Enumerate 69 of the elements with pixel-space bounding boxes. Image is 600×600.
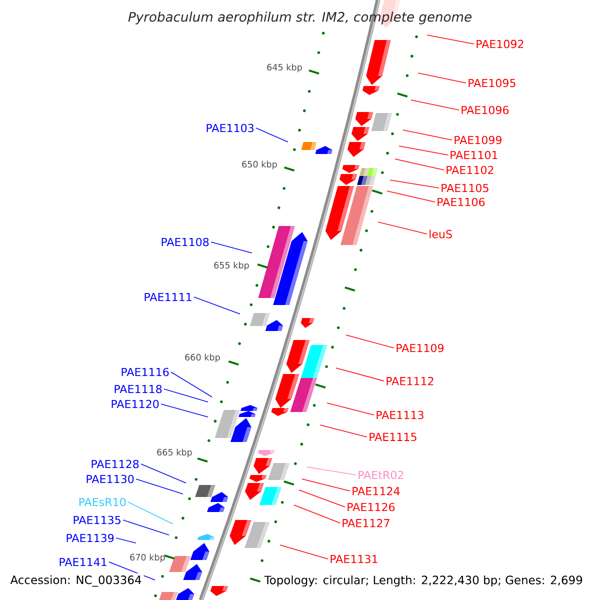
- leader-line: [210, 242, 252, 254]
- title: Pyrobaculum aerophilum str. IM2, complete genome: [128, 12, 472, 24]
- gene-label: PAE1118: [114, 384, 162, 394]
- info-text: Accession: NC_003364: [8, 573, 144, 589]
- leader-line: [394, 158, 444, 170]
- gene-label: PAE1139: [66, 534, 114, 542]
- gene-label: PAE1120: [112, 400, 159, 408]
- leader-line: [164, 388, 208, 402]
- gene-label: PAEsR10: [79, 498, 126, 506]
- gene-label: PAE1141: [60, 558, 106, 566]
- gene-label: PAE1112: [386, 376, 434, 386]
- scale-label: 665 kbp: [157, 448, 192, 458]
- gene-label: PAE1092: [476, 40, 524, 48]
- gene-label: PAE1135: [74, 516, 120, 524]
- leader-line: [336, 368, 384, 382]
- leader-line: [194, 296, 240, 314]
- gene-label: PAE1127: [342, 518, 390, 528]
- leader-line: [298, 490, 346, 508]
- leader-line: [386, 190, 436, 202]
- gene-label: PAE1102: [446, 166, 494, 174]
- gene-label: PAE1128: [92, 460, 139, 468]
- leader-line: [346, 334, 394, 348]
- leader-line: [302, 478, 350, 492]
- leader-line: [294, 504, 340, 524]
- leader-line: [160, 404, 208, 418]
- leader-line: [418, 72, 466, 84]
- gene-label: PAE1111: [144, 292, 192, 302]
- gene-label: PAE1105: [442, 184, 488, 192]
- leader-line: [378, 222, 428, 234]
- leader-line: [402, 130, 452, 140]
- gene-label: PAE1103: [206, 124, 254, 132]
- scale-label: 650 kbp: [242, 160, 277, 170]
- leader-line: [140, 464, 186, 484]
- leader-line: [116, 538, 136, 544]
- leader-line: [306, 466, 356, 476]
- gene-label: PAE1109: [396, 344, 444, 352]
- leader-line: [320, 424, 368, 438]
- scale-label: 655 kbp: [214, 262, 249, 270]
- leader-line: [128, 502, 174, 524]
- gene-label: PAE1101: [450, 150, 498, 160]
- leader-line: [170, 372, 212, 398]
- scale-label: 660 kbp: [185, 354, 220, 362]
- leader-line: [136, 478, 184, 494]
- leader-line: [326, 402, 374, 416]
- gene-label: PAE1124: [352, 486, 400, 496]
- gene-label: PAE1131: [330, 554, 378, 564]
- leader-line: [390, 180, 440, 188]
- leader-line: [280, 544, 328, 560]
- scale-label: 645 kbp: [267, 64, 302, 72]
- gene-label: PAEtR02: [358, 470, 404, 480]
- gene-label: PAE1130: [86, 474, 134, 484]
- gene-label: PAE1115: [370, 432, 416, 442]
- gene-label: leuS: [430, 230, 452, 238]
- gene-label: PAE1106: [438, 198, 485, 206]
- gene-label: PAE1099: [454, 136, 502, 144]
- gene-label: PAE1126: [348, 502, 395, 512]
- gene-label: PAE1096: [462, 106, 509, 114]
- leader-line: [410, 100, 460, 110]
- gene-label: PAE1108: [162, 238, 209, 246]
- gene-label: PAE1113: [376, 410, 424, 420]
- gene-label: PAE1116: [122, 368, 169, 376]
- leader-line: [108, 562, 156, 580]
- leader-line: [256, 128, 288, 142]
- leader-line: [426, 34, 474, 44]
- info-text: Topology: circular; Length: 2,222,430 bp; Genes: 2,699: [262, 573, 585, 589]
- leader-line: [122, 520, 170, 536]
- gene-label: PAE1095: [468, 78, 516, 88]
- leader-line: [398, 146, 448, 156]
- scale-label: 670 kbp: [130, 554, 165, 562]
